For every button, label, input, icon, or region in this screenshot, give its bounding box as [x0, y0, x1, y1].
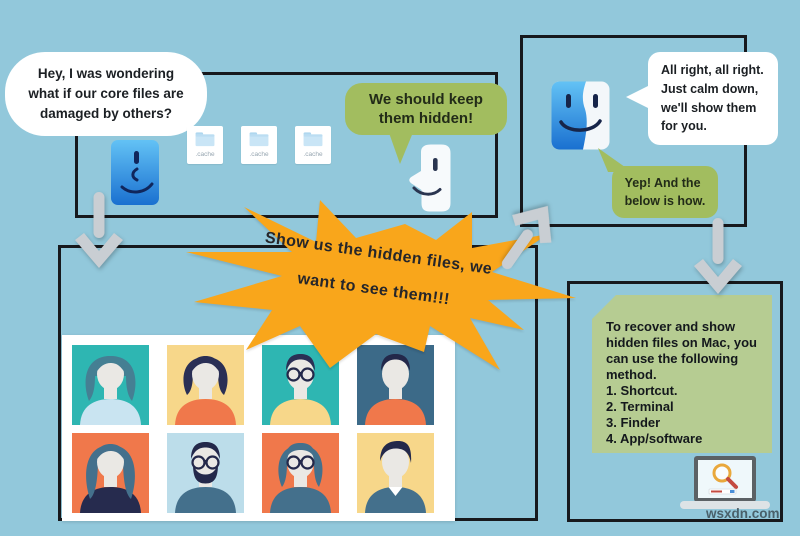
how-below-bubble-tail — [598, 148, 632, 172]
arrow-up-right-icon — [501, 205, 552, 270]
starburst-shape — [186, 200, 576, 370]
how-below-text: Yep! And the below is how. — [624, 175, 706, 208]
calm-down-text: All right, all right. Just calm down, we… — [661, 63, 764, 134]
cache-file-card: .cache — [187, 126, 223, 164]
finder-profile-icon — [409, 144, 451, 212]
laptop-search-icon — [680, 456, 770, 509]
question-text: Hey, I was wondering what if our core fi… — [28, 65, 184, 122]
cache-file-label: .cache — [195, 151, 215, 158]
instructions-text: To recover and show hidden files on Mac,… — [606, 319, 757, 446]
finder-half-icon — [111, 140, 159, 205]
people-grid — [72, 345, 434, 513]
watermark: wsxdn.com — [706, 506, 780, 521]
arrow-down-icon — [75, 192, 123, 268]
folder-icon — [249, 132, 269, 147]
person-avatar-7 — [262, 433, 339, 513]
folder-icon — [195, 132, 215, 147]
cache-files-row: .cache .cache .cache — [187, 126, 331, 164]
cache-file-label: .cache — [303, 151, 323, 158]
calm-down-bubble-tail — [626, 84, 652, 110]
person-avatar-3 — [262, 345, 339, 425]
person-avatar-5 — [72, 433, 149, 513]
cache-file-label: .cache — [249, 151, 269, 158]
panel-bottom-right — [567, 281, 783, 522]
how-below-speech-bubble: Yep! And the below is how. — [612, 166, 718, 218]
person-avatar-6 — [167, 433, 244, 513]
cache-file-card: .cache — [241, 126, 277, 164]
person-avatar-4 — [357, 345, 434, 425]
instructions-panel: To recover and show hidden files on Mac,… — [592, 295, 772, 453]
question-speech-bubble: Hey, I was wondering what if our core fi… — [5, 52, 207, 136]
person-avatar-8 — [357, 433, 434, 513]
keep-hidden-text: We should keep them hidden! — [369, 90, 483, 128]
keep-hidden-speech-bubble: We should keep them hidden! — [345, 83, 507, 135]
person-avatar-2 — [167, 345, 244, 425]
keep-hidden-bubble-tail — [388, 130, 414, 164]
person-avatar-1 — [72, 345, 149, 425]
finder-face-icon — [551, 81, 610, 150]
people-photo-card — [62, 335, 455, 521]
panel-top-left — [75, 72, 498, 218]
arrow-down-icon — [694, 218, 742, 294]
calm-down-speech-bubble: All right, all right. Just calm down, we… — [648, 52, 778, 145]
cache-file-card: .cache — [295, 126, 331, 164]
folder-icon — [303, 132, 323, 147]
